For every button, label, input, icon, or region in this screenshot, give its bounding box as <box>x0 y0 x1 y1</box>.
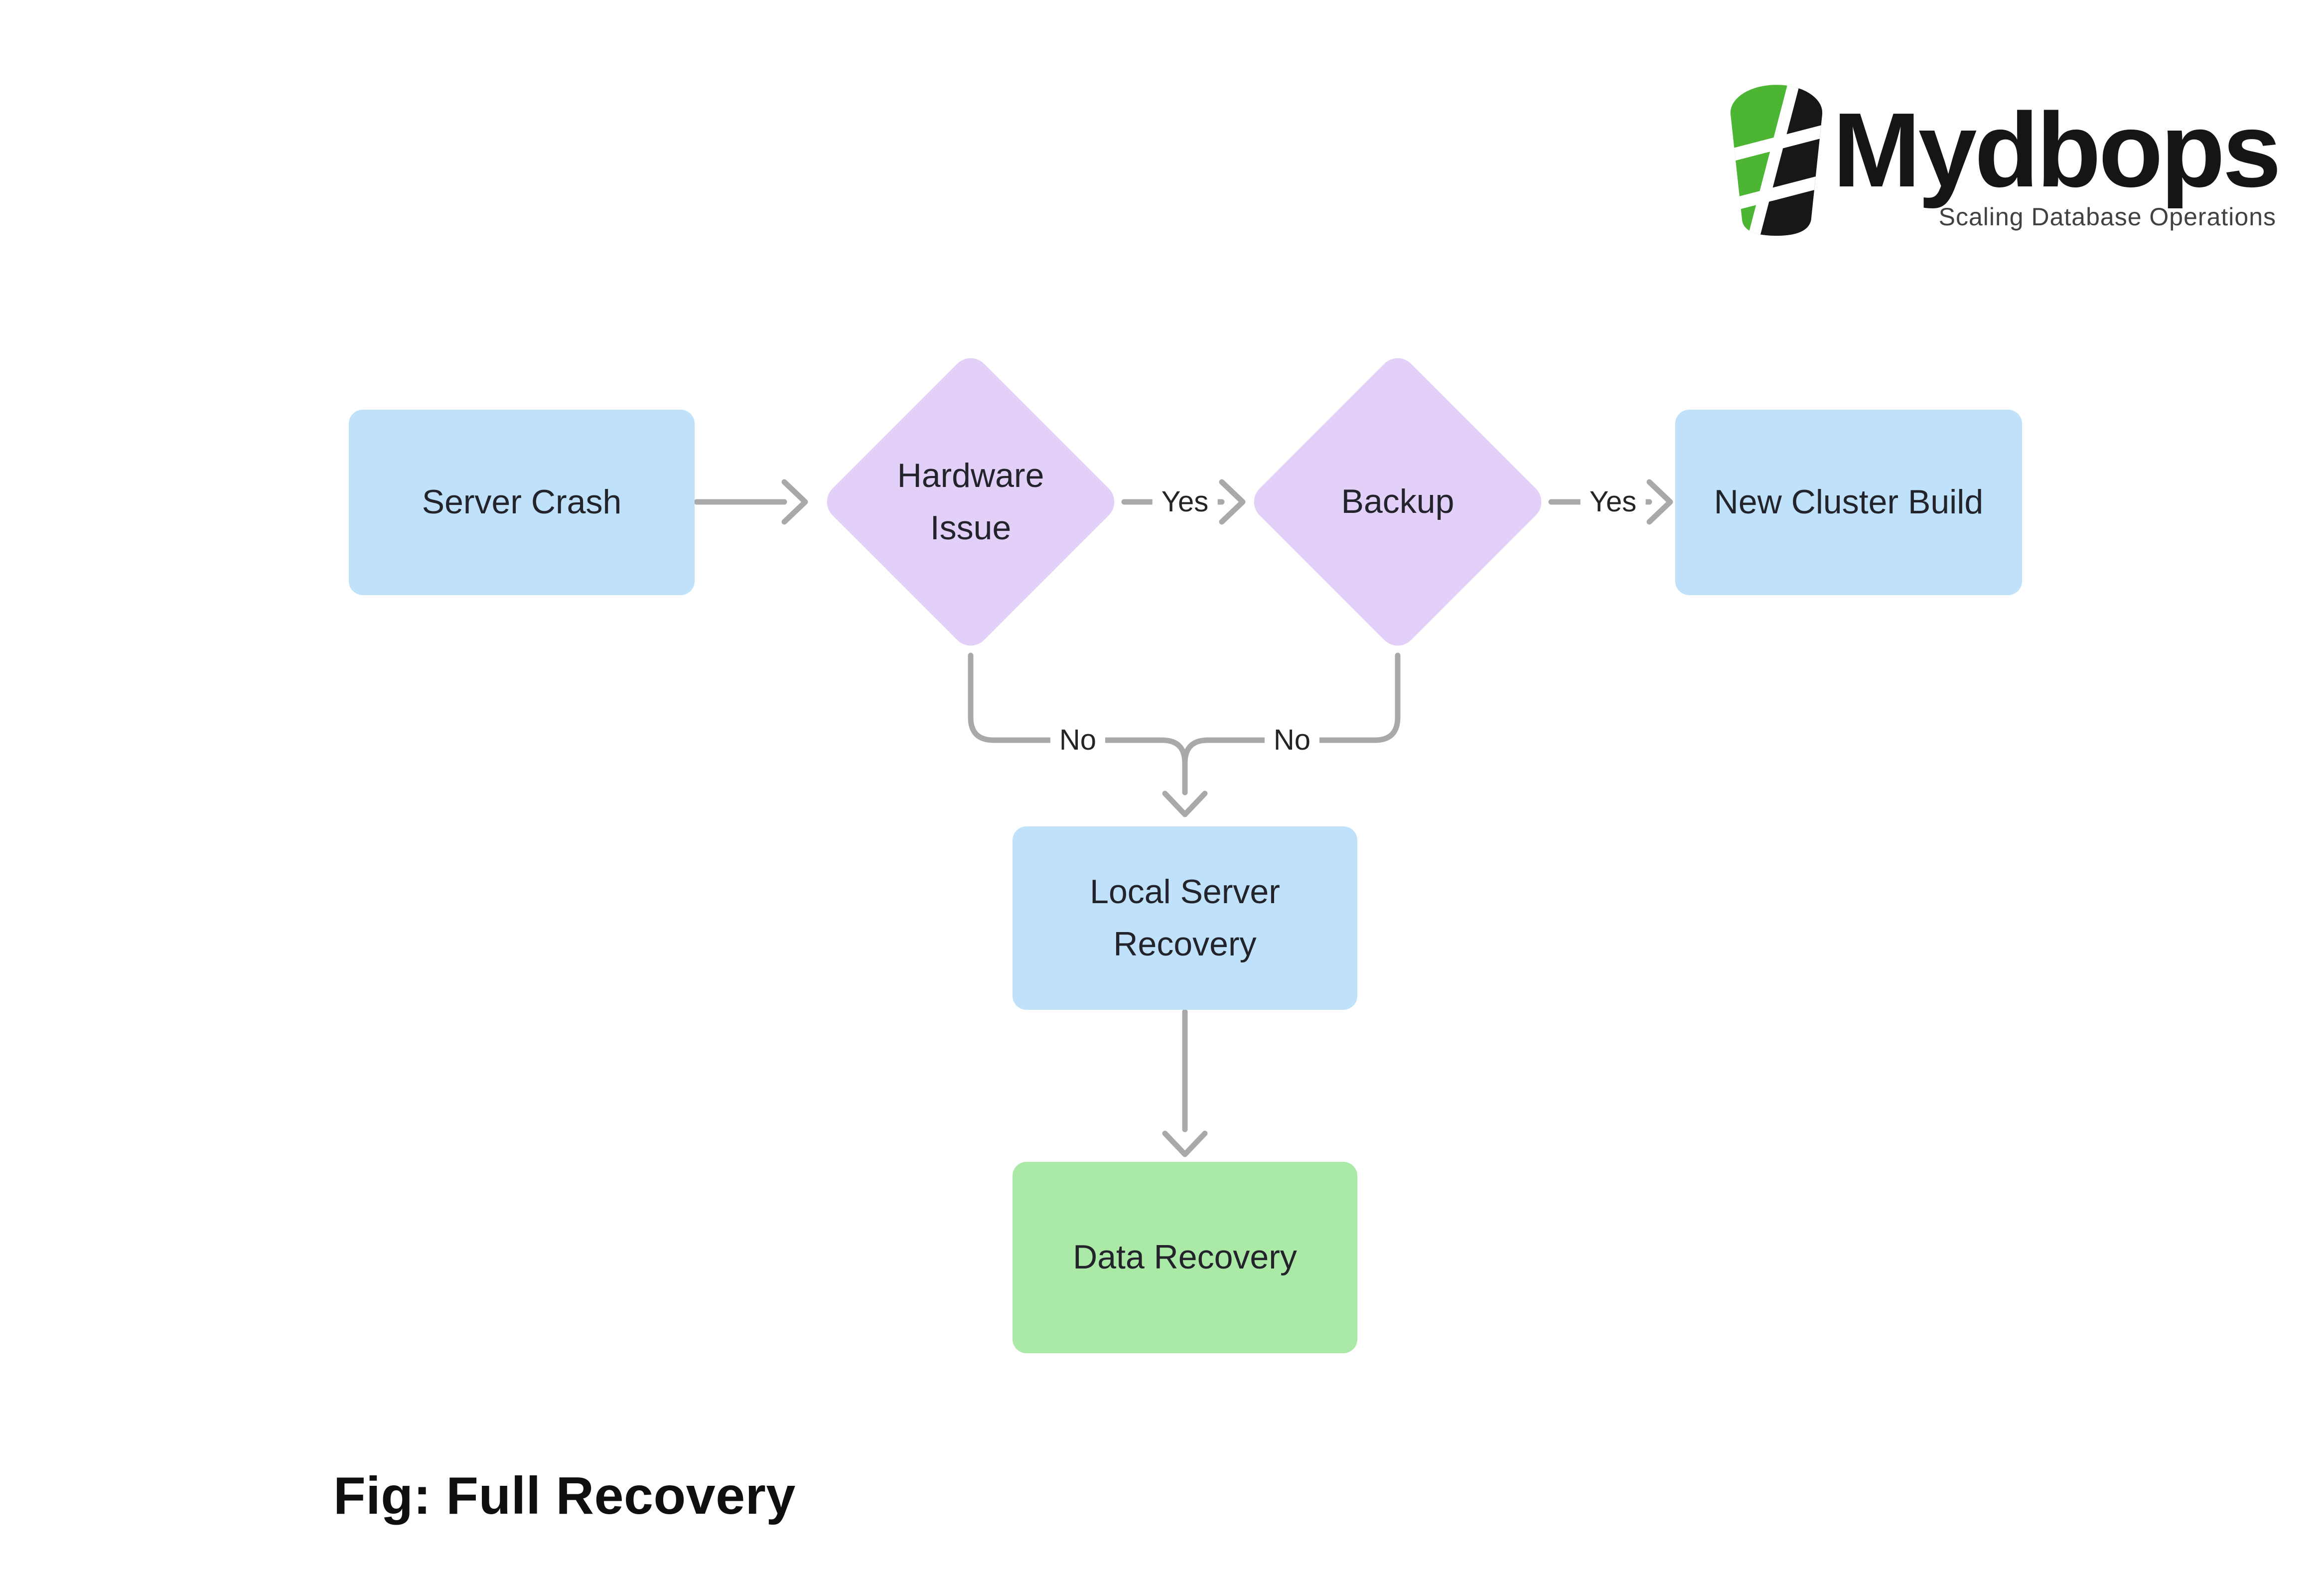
edge-label-backup-yes: Yes <box>1580 483 1646 520</box>
logo-slash-upper <box>1730 123 1823 164</box>
node-hardware-issue-label: Hardware Issue <box>897 456 1044 547</box>
arrowhead-into-backup <box>1219 479 1246 525</box>
brand-tagline: Scaling Database Operations <box>1938 203 2276 231</box>
node-server-crash-label: Server Crash <box>422 483 622 521</box>
figure-caption: Fig: Full Recovery <box>333 1466 796 1525</box>
node-backup-label-wrap: Backup <box>1246 350 1549 653</box>
edge-backup-no <box>1182 652 1401 766</box>
mydbops-logo-icon <box>1730 85 1823 236</box>
edge-label-hardware-yes: Yes <box>1152 483 1218 520</box>
arrowhead-into-data-recovery <box>1162 1130 1208 1157</box>
edge-label-hardware-no: No <box>1050 722 1106 759</box>
node-hardware-issue-label-wrap: Hardware Issue <box>819 350 1122 653</box>
node-data-recovery: Data Recovery <box>1013 1162 1357 1353</box>
arrowhead-into-local-recovery <box>1162 791 1208 817</box>
node-server-crash: Server Crash <box>349 410 695 595</box>
logo-black-shape <box>1755 85 1823 236</box>
node-local-server-recovery-label: Local Server Recovery <box>1090 872 1280 963</box>
logo-slash-steep <box>1744 85 1802 236</box>
node-local-server-recovery: Local Server Recovery <box>1013 826 1357 1010</box>
node-new-cluster-build: New Cluster Build <box>1675 410 2022 595</box>
node-new-cluster-build-label: New Cluster Build <box>1714 483 1984 521</box>
node-data-recovery-label: Data Recovery <box>1073 1238 1297 1276</box>
arrowhead-into-hardware <box>781 479 808 525</box>
arrowhead-into-cluster <box>1646 479 1673 525</box>
node-backup-label: Backup <box>1341 482 1454 521</box>
edge-label-backup-no: No <box>1264 722 1320 759</box>
brand-wordmark: Mydbops <box>1833 91 2281 209</box>
